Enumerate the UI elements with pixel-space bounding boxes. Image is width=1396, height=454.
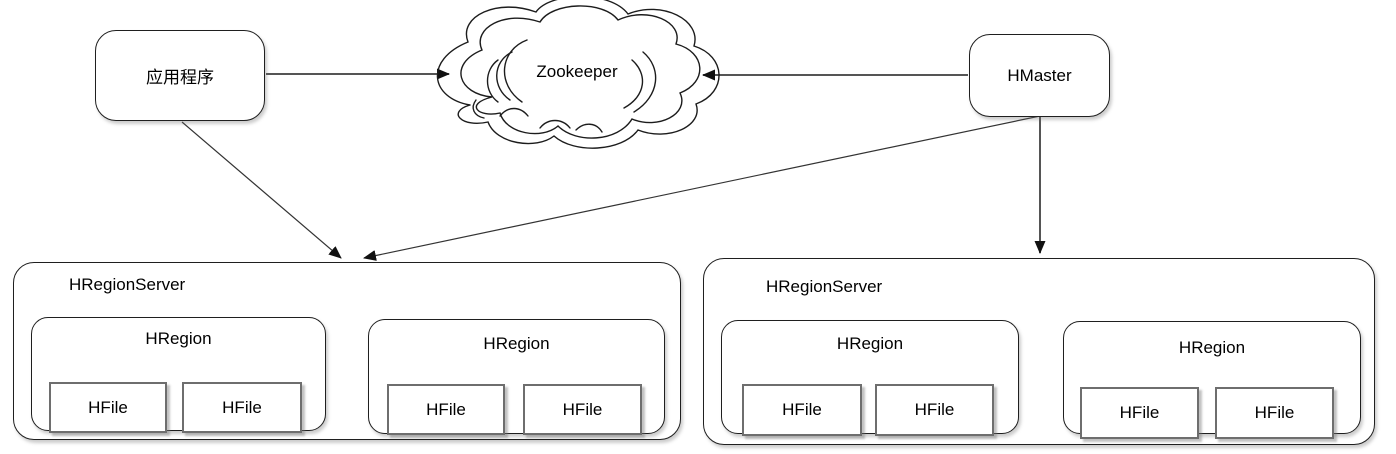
cloud-crescent-right-1 <box>623 59 644 109</box>
application-label: 应用程序 <box>146 68 214 87</box>
hfile-label: HFile <box>1254 403 1295 422</box>
hfile-2-1-1: HFile <box>742 384 862 436</box>
hfile-2-1-2: HFile <box>875 384 994 436</box>
hregionserver-1-label: HRegionServer <box>69 275 186 294</box>
zookeeper-label: Zookeeper <box>536 62 618 81</box>
cloud-crescent-left-2 <box>496 51 513 101</box>
cloud-bump-bottom-2 <box>499 107 529 117</box>
cloud-scribble-left <box>472 99 485 119</box>
hregion-1-1-label: HRegion <box>145 329 212 348</box>
hregion-1-2-label: HRegion <box>483 334 550 353</box>
arrow-hmaster-to-hregionserver-1 <box>363 115 1041 261</box>
hregion-2-2: HRegion HFile HFile <box>1063 321 1361 439</box>
arrow-app-to-hregionserver-1 <box>181 121 342 259</box>
hfile-1-2-2: HFile <box>523 384 642 435</box>
hfile-2-2-2: HFile <box>1215 387 1334 439</box>
cloud-crescent-left-1 <box>503 39 528 103</box>
hfile-label: HFile <box>1119 403 1160 422</box>
hregionserver-2: HRegionServer HRegion HFile HFile HRegio… <box>703 258 1375 445</box>
hmaster-node: HMaster <box>969 34 1110 117</box>
cloud-bump-bottom-1 <box>539 119 571 129</box>
hfile-1-1-1: HFile <box>49 382 167 433</box>
hfile-1-1-2: HFile <box>182 382 302 433</box>
zookeeper-cloud <box>436 0 720 149</box>
hfile-label: HFile <box>914 400 955 419</box>
hregion-1-2: HRegion HFile HFile <box>368 319 665 435</box>
hfile-label: HFile <box>222 397 262 417</box>
hfile-label: HFile <box>782 400 822 419</box>
hfile-2-2-1: HFile <box>1080 387 1199 439</box>
hmaster-label: HMaster <box>1007 65 1072 85</box>
cloud-bump-bottom-3 <box>575 123 603 133</box>
hfile-label: HFile <box>562 399 603 419</box>
hregion-2-1-label: HRegion <box>836 334 904 353</box>
cloud-outer-sketch <box>436 0 720 149</box>
cloud-crescent-left-3 <box>486 59 499 103</box>
cloud-body <box>460 5 701 139</box>
hregion-1-1: HRegion HFile HFile <box>31 317 326 433</box>
hregionserver-1: HRegionServer HRegion HFile HFile HRegio… <box>13 262 681 440</box>
hregion-2-2-label: HRegion <box>1178 338 1246 357</box>
hfile-1-2-1: HFile <box>387 384 505 435</box>
hregionserver-2-label: HRegionServer <box>766 277 883 296</box>
hfile-label: HFile <box>426 399 466 419</box>
application-node: 应用程序 <box>95 30 265 121</box>
hfile-label: HFile <box>88 397 128 417</box>
hregion-2-1: HRegion HFile HFile <box>721 320 1019 436</box>
cloud-crescent-right-2 <box>633 51 657 113</box>
